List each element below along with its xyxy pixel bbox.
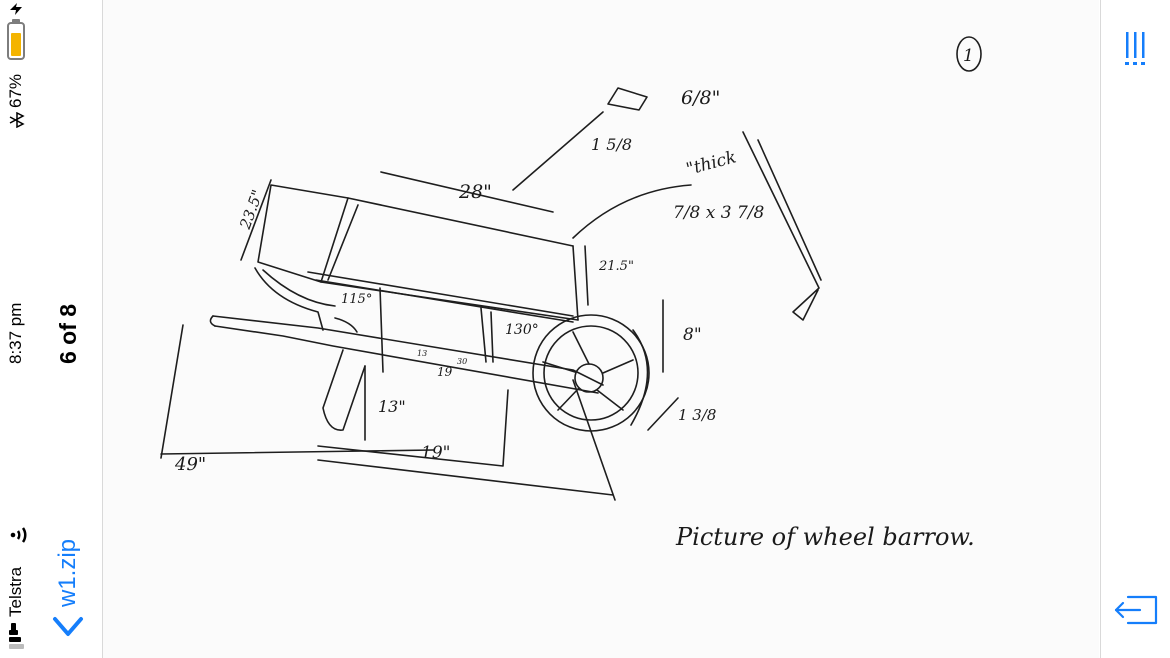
tray-inner-left — [327, 204, 359, 281]
page-number: 1 — [963, 46, 974, 66]
label-leg-height: 13" — [378, 397, 406, 416]
back-label[interactable]: w1.zip — [54, 538, 81, 607]
tray-lip — [315, 279, 574, 323]
tray-top-edge — [347, 197, 574, 247]
label-span-19: 19" — [421, 443, 450, 463]
leg-right — [379, 287, 384, 373]
dim-138 — [647, 397, 679, 431]
page-number-circle — [956, 36, 982, 72]
tray-side-lower — [307, 271, 574, 317]
battery-cap — [12, 19, 20, 22]
status-nav-bar: 67% 8:37 pm Telstra 6 of 8 w1.zip — [0, 0, 103, 658]
toolbar-right — [1100, 0, 1170, 658]
label-thick: "thick — [684, 147, 738, 179]
dim-215 — [584, 245, 589, 306]
leader-thick — [572, 184, 692, 239]
support-post — [480, 307, 487, 363]
back-chevron-icon[interactable] — [52, 614, 84, 640]
leader-158 — [512, 111, 604, 191]
label-angle-left: 115° — [341, 292, 372, 307]
dim-49 — [160, 324, 434, 459]
label-wheel-height: 8" — [683, 325, 702, 345]
battery-icon — [7, 22, 25, 60]
board-sketch — [742, 131, 822, 321]
wheel-front-arc — [630, 329, 649, 426]
front-lip-inner — [262, 269, 336, 307]
handle-rail-lower — [214, 325, 599, 394]
wheelbarrow-sketch: 28" 23.5" 115° 130° 21.5" "thick 7/8 x 3… — [160, 36, 982, 551]
wheel-spokes — [542, 331, 634, 411]
leg-left — [322, 349, 366, 431]
wedge-piece — [607, 87, 648, 111]
label-inner-19: 19 — [437, 365, 453, 379]
front-lip — [254, 267, 324, 331]
wheel-inner — [543, 325, 639, 421]
label-height-right: 21.5" — [598, 259, 634, 274]
wifi-icon — [10, 527, 27, 543]
angle-115 — [334, 317, 358, 333]
label-inner-13: 13 — [417, 349, 427, 358]
page-indicator: 6 of 8 — [55, 303, 81, 364]
grid-icon[interactable] — [1124, 30, 1148, 68]
label-angle-right: 130° — [505, 322, 539, 338]
label-top-length: 28" — [458, 181, 492, 203]
label-piece-b: 6/8" — [681, 87, 720, 109]
label-height-front: 23.5" — [236, 187, 267, 232]
leg-right-2 — [490, 311, 494, 363]
carrier-name: Telstra — [6, 566, 25, 617]
label-axle-width: 1 3/8 — [678, 406, 716, 424]
bluetooth-icon — [9, 112, 25, 128]
battery-fill — [11, 33, 21, 56]
label-board-size: 7/8 x 3 7/8 — [673, 203, 765, 223]
label-inner-30: 30 — [457, 357, 467, 366]
label-handle-length: 49" — [174, 454, 206, 475]
dim-235 — [240, 179, 272, 261]
dim-long — [317, 379, 616, 501]
tray-front-panel — [257, 184, 349, 283]
battery-percent: 67% — [6, 73, 25, 108]
document-page: 28" 23.5" 115° 130° 21.5" "thick 7/8 x 3… — [103, 0, 1099, 658]
tray-right-edge — [572, 245, 579, 321]
dim-19 — [317, 389, 509, 467]
share-icon[interactable] — [1113, 592, 1159, 628]
handle-rail — [212, 315, 604, 386]
clock: 8:37 pm — [6, 302, 25, 364]
label-piece-a: 1 5/8 — [591, 135, 632, 154]
charging-icon — [10, 3, 22, 15]
wheel-outer — [532, 314, 650, 432]
dim-28 — [380, 171, 554, 213]
caption: Picture of wheel barrow. — [675, 523, 975, 551]
handle-grip — [209, 315, 216, 327]
